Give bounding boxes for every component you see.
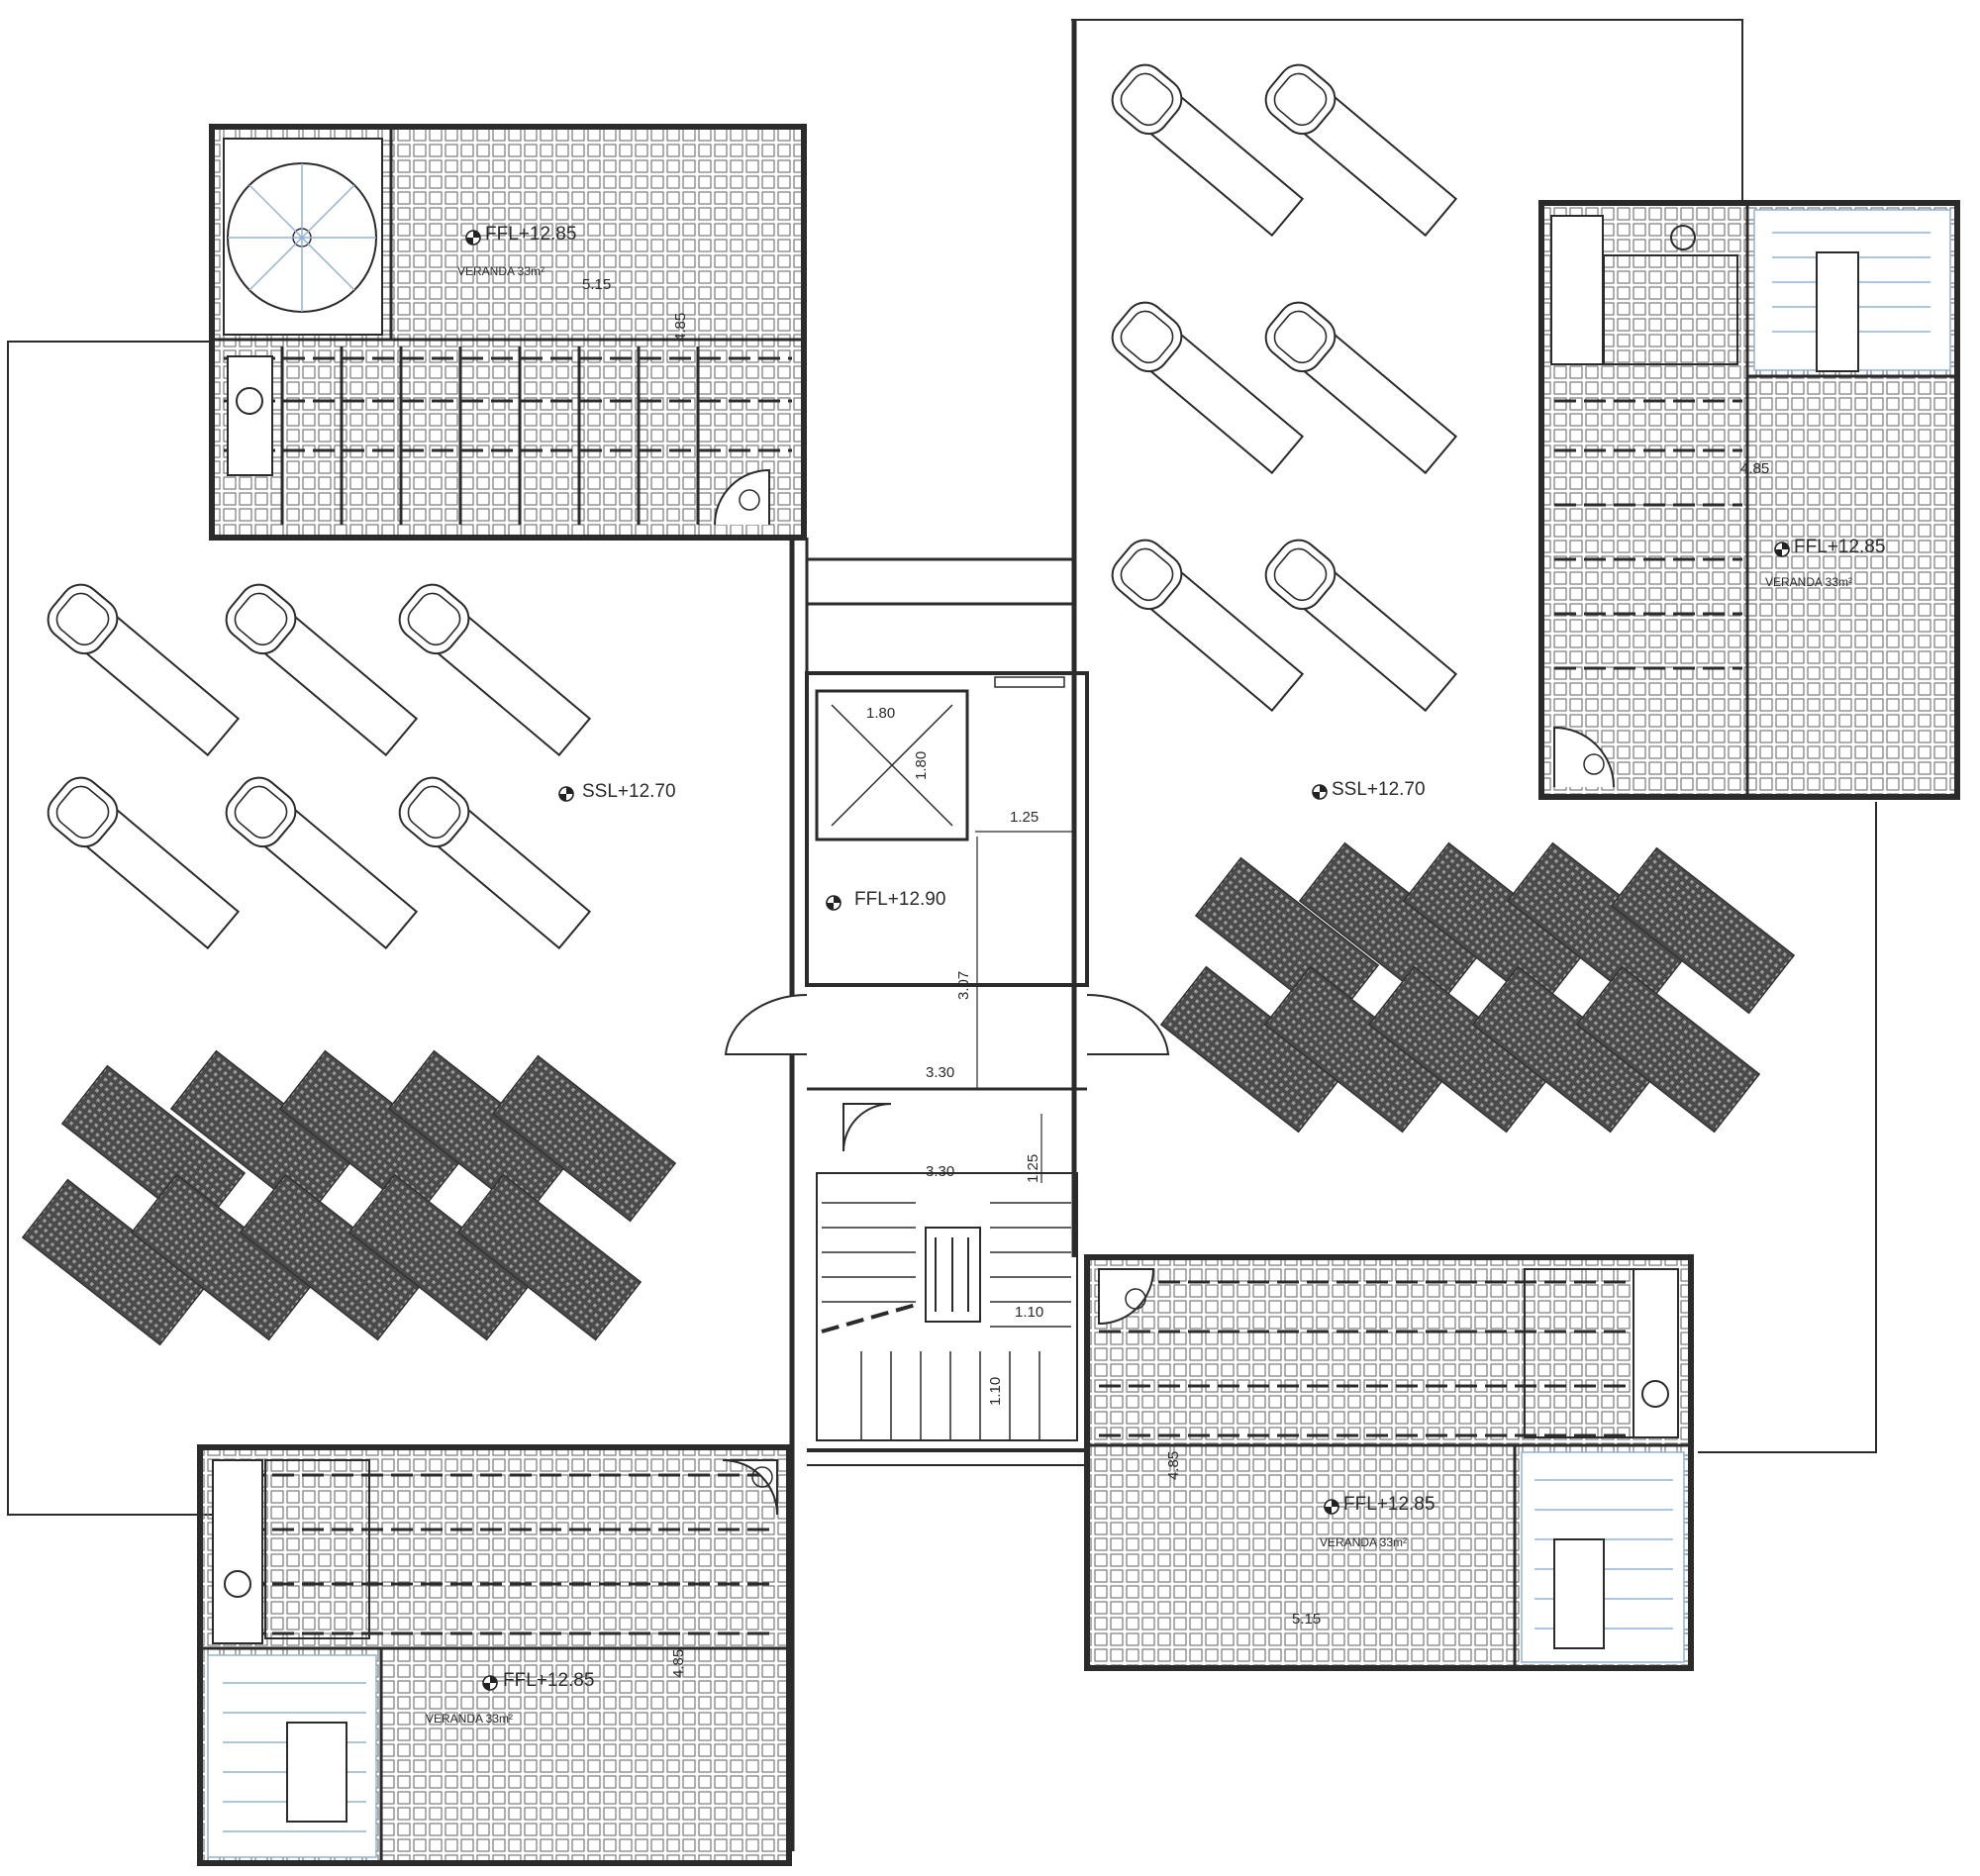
sun-lounger-icon — [390, 575, 595, 761]
level-marker-icon — [482, 1675, 498, 1691]
apartment-ne: FFL+12.85 VERANDA 33m² 4.85 — [1538, 200, 1960, 800]
level-marker-icon — [1324, 1499, 1339, 1515]
central-core — [724, 20, 1170, 1851]
level-label-sw: FFL+12.85 — [503, 1670, 594, 1691]
dim-lift-width: 1.80 — [866, 705, 895, 722]
east-solar-panels — [1160, 841, 1795, 1134]
sun-lounger-icon — [217, 575, 422, 761]
level-marker-icon — [1312, 784, 1328, 800]
level-marker-icon — [826, 895, 842, 911]
dim-lobby-width: 1.25 — [1010, 809, 1039, 826]
dim-se-width: 5.15 — [1292, 1611, 1321, 1628]
veranda-label-nw: VERANDA 33m² — [457, 264, 544, 278]
veranda-label-sw: VERANDA 33m² — [426, 1712, 513, 1726]
level-label-se: FFL+12.85 — [1343, 1494, 1435, 1515]
apartment-se: FFL+12.85 VERANDA 33m² 5.15 4.85 — [1084, 1254, 1694, 1671]
roof-outline — [7, 19, 1877, 1516]
dim-sw-depth: 4.85 — [670, 1649, 687, 1678]
sun-lounger-icon — [217, 768, 422, 954]
level-marker-icon — [465, 230, 481, 246]
spiral-stair-icon — [227, 162, 377, 313]
dim-lift-depth: 1.80 — [913, 751, 930, 780]
dim-stair-flight: 1.10 — [987, 1377, 1004, 1406]
west-solar-panels — [22, 1049, 676, 1346]
level-marker-icon — [1774, 542, 1790, 557]
level-marker-icon — [558, 786, 574, 802]
dim-lobby-height: 3.07 — [955, 971, 972, 1000]
level-label-west: SSL+12.70 — [582, 781, 676, 802]
level-label-core: FFL+12.90 — [854, 889, 945, 910]
level-label-east: SSL+12.70 — [1332, 779, 1426, 800]
sun-lounger-icon — [39, 575, 244, 761]
dim-se-depth: 4.85 — [1165, 1451, 1182, 1480]
apartment-nw: FFL+12.85 VERANDA 33m² 5.15 4.85 — [209, 124, 807, 541]
dim-stair-depth: 1.25 — [1025, 1154, 1041, 1183]
dim-stair-landing: 1.10 — [1015, 1304, 1043, 1321]
dim-nw-width: 5.15 — [582, 276, 611, 293]
dim-stair-width: 3.30 — [926, 1163, 954, 1180]
dim-nw-depth: 4.85 — [672, 313, 689, 342]
veranda-label-se: VERANDA 33m² — [1320, 1535, 1407, 1549]
veranda-label-ne: VERANDA 33m² — [1765, 575, 1852, 589]
dim-corridor-width: 3.30 — [926, 1064, 954, 1081]
east-loungers — [1103, 55, 1461, 717]
sun-lounger-icon — [39, 768, 244, 954]
level-label-nw: FFL+12.85 — [485, 224, 576, 245]
west-loungers — [39, 575, 595, 954]
apartment-sw: FFL+12.85 VERANDA 33m² 4.85 — [197, 1444, 792, 1866]
dim-ne-depth: 4.85 — [1740, 460, 1769, 477]
level-label-ne: FFL+12.85 — [1794, 537, 1885, 557]
